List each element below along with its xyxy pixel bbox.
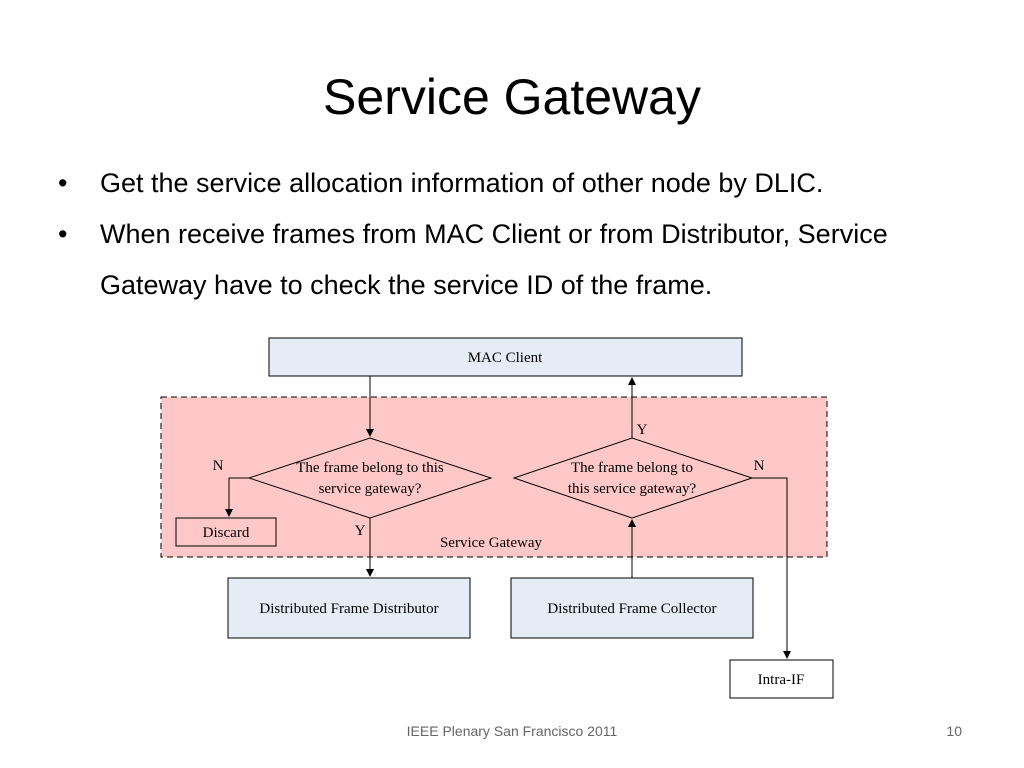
label-yes-right: Y [637,422,648,438]
discard-label: Discard [203,525,250,541]
bullet-icon: • [58,168,68,198]
decision-left-line1: The frame belong to this [296,460,444,476]
bullet-icon: • [58,219,68,249]
mac-client-label: MAC Client [468,350,543,366]
distributor-box [227,577,471,639]
collector-box [510,577,754,639]
decision-right [512,437,754,519]
decision-right-line2: this service gateway? [568,481,697,497]
collector-label: Distributed Frame Collector [547,601,716,617]
bullet-item: • When receive frames from MAC Client or… [58,209,978,311]
bullet-item: • Get the service allocation information… [58,158,978,209]
bullet-list: • Get the service allocation information… [58,158,978,311]
decision-left-line2: service gateway? [319,481,422,497]
arrow-no-to-intra-if [752,477,791,659]
decision-right-line1: The frame belong to [571,460,693,476]
page-number: 10 [946,723,962,739]
discard-box [175,517,277,547]
mac-client-box [268,337,743,377]
intra-if-box [729,659,834,699]
distributor-label: Distributed Frame Distributor [259,601,438,617]
flow-diagram: Service Gateway MAC Client The frame bel… [160,337,834,699]
label-yes-left: Y [355,523,366,539]
footer-text: IEEE Plenary San Francisco 2011 [406,723,618,739]
arrow-no-to-discard [225,477,249,517]
bullet-text: When receive frames from MAC Client or f… [100,219,888,300]
service-gateway-region [160,396,828,558]
slide-title: Service Gateway [323,69,701,125]
service-gateway-label: Service Gateway [440,535,543,551]
bullet-text: Get the service allocation information o… [100,168,824,198]
label-no-left: N [213,458,224,474]
intra-if-label: Intra-IF [758,672,805,688]
label-no-right: N [754,458,765,474]
